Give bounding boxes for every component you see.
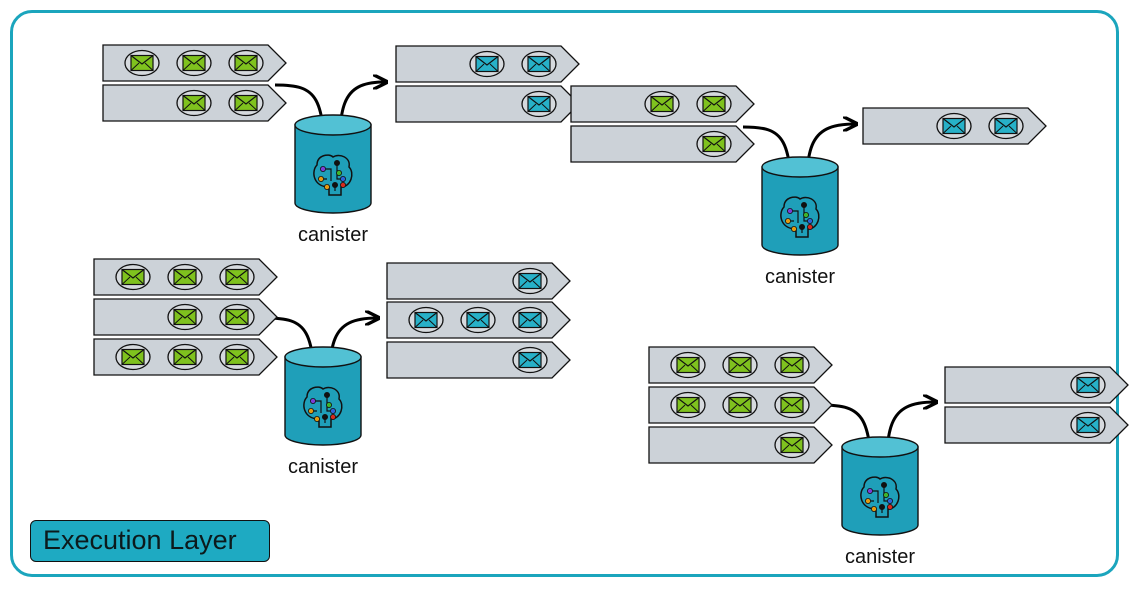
message-queue: [648, 346, 833, 384]
envelope-icon: [460, 306, 496, 334]
envelope-icon: [219, 303, 255, 331]
envelope-icon: [774, 431, 810, 459]
envelope-icon: [512, 346, 548, 374]
envelope-icon: [176, 89, 212, 117]
message-queue: [102, 44, 287, 82]
canister-cylinder-icon: canister: [284, 346, 362, 478]
canister-group: canister: [570, 85, 1047, 288]
envelope-icon: [219, 263, 255, 291]
envelope-icon: [988, 112, 1024, 140]
execution-layer-frame: [10, 10, 1119, 577]
canister-cylinder-icon: canister: [841, 436, 919, 568]
envelope-icon: [469, 50, 505, 78]
envelope-icon: [696, 130, 732, 158]
brain-circuit-icon: [780, 196, 820, 238]
envelope-icon: [1070, 371, 1106, 399]
message-queue: [648, 386, 833, 424]
canister-cylinder-icon: canister: [761, 156, 839, 288]
envelope-icon: [219, 343, 255, 371]
message-queue: [386, 301, 571, 339]
envelope-icon: [167, 263, 203, 291]
message-queue: [395, 85, 580, 123]
envelope-icon: [774, 351, 810, 379]
message-queue: [570, 85, 755, 123]
message-queue: [102, 84, 287, 122]
brain-circuit-icon: [860, 476, 900, 518]
canister-label: canister: [298, 224, 368, 246]
envelope-icon: [644, 90, 680, 118]
canister-group: canister: [102, 44, 580, 246]
brain-circuit-icon: [313, 154, 353, 196]
brain-circuit-icon: [303, 386, 343, 428]
canister-label: canister: [288, 456, 358, 478]
message-queue: [93, 338, 278, 376]
envelope-icon: [228, 89, 264, 117]
canister-group: canister: [93, 258, 571, 478]
envelope-icon: [115, 263, 151, 291]
envelope-icon: [521, 50, 557, 78]
envelope-icon: [512, 267, 548, 295]
envelope-icon: [696, 90, 732, 118]
message-queue: [93, 258, 278, 296]
message-queue: [395, 45, 580, 83]
message-queue: [570, 125, 755, 163]
envelope-icon: [408, 306, 444, 334]
envelope-icon: [167, 303, 203, 331]
envelope-icon: [722, 391, 758, 419]
canister-cylinder-icon: canister: [294, 114, 372, 246]
envelope-icon: [936, 112, 972, 140]
message-queue: [944, 406, 1129, 444]
envelope-icon: [228, 49, 264, 77]
canister-label: canister: [845, 546, 915, 568]
envelope-icon: [512, 306, 548, 334]
envelope-icon: [124, 49, 160, 77]
message-queue: [944, 366, 1129, 404]
envelope-icon: [521, 90, 557, 118]
canister-label: canister: [765, 266, 835, 288]
envelope-icon: [670, 351, 706, 379]
envelope-icon: [774, 391, 810, 419]
canister-group: canister: [648, 346, 1129, 568]
message-queue: [648, 426, 833, 464]
message-queue: [386, 341, 571, 379]
execution-layer-badge: Execution Layer: [30, 520, 270, 562]
message-queue: [93, 298, 278, 336]
envelope-icon: [115, 343, 151, 371]
envelope-icon: [167, 343, 203, 371]
envelope-icon: [670, 391, 706, 419]
envelope-icon: [176, 49, 212, 77]
envelope-icon: [1070, 411, 1106, 439]
envelope-icon: [722, 351, 758, 379]
message-queue: [862, 107, 1047, 145]
message-queue: [386, 262, 571, 300]
